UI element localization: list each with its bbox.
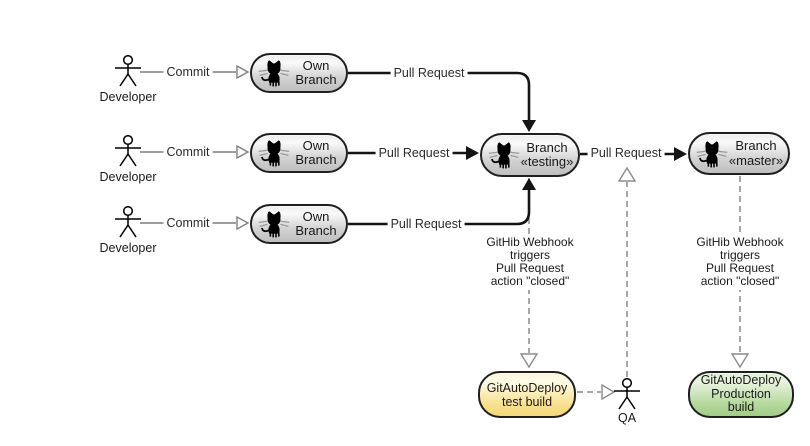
commit-arrowheads (236, 64, 250, 231)
developer1-actor-icon (115, 55, 141, 87)
open-arrowheads (519, 166, 750, 401)
github-octocat-icon (488, 142, 520, 169)
edge-label-pull-request-3: Pull Request (387, 217, 465, 231)
annotation-webhook-prod: GitHib Webhook triggers Pull Request act… (678, 234, 802, 290)
developer2-actor-icon (115, 135, 141, 167)
edge-label-pull-request-2: Pull Request (375, 146, 453, 160)
node-branch-testing: Branch«testing» (480, 133, 580, 177)
edge-label-commit-3: Commit (163, 216, 213, 230)
qa-label: QA (617, 411, 637, 425)
edge-label-commit-1: Commit (163, 65, 213, 79)
github-octocat-icon (258, 60, 290, 87)
edge-label-commit-2: Commit (163, 145, 213, 159)
qa-actor-icon (614, 378, 640, 410)
node-branch-master: Branch«master» (688, 132, 790, 175)
github-octocat-icon (696, 140, 728, 168)
developer2-label: Developer (99, 170, 157, 184)
developer1-label: Developer (99, 90, 157, 104)
edge-label-pull-request-master: Pull Request (587, 146, 665, 160)
node-label: Branch«testing» (520, 139, 574, 169)
developer3-actor-icon (115, 206, 141, 238)
github-octocat-icon (258, 140, 290, 167)
node-label: Branch«master» (728, 138, 784, 168)
developer3-label: Developer (99, 241, 157, 255)
edge-label-pull-request-1: Pull Request (390, 66, 468, 80)
annotation-webhook-test: GitHib Webhook triggers Pull Request act… (468, 234, 592, 290)
github-octocat-icon (258, 211, 290, 238)
pull-request-arrowheads (466, 120, 687, 190)
